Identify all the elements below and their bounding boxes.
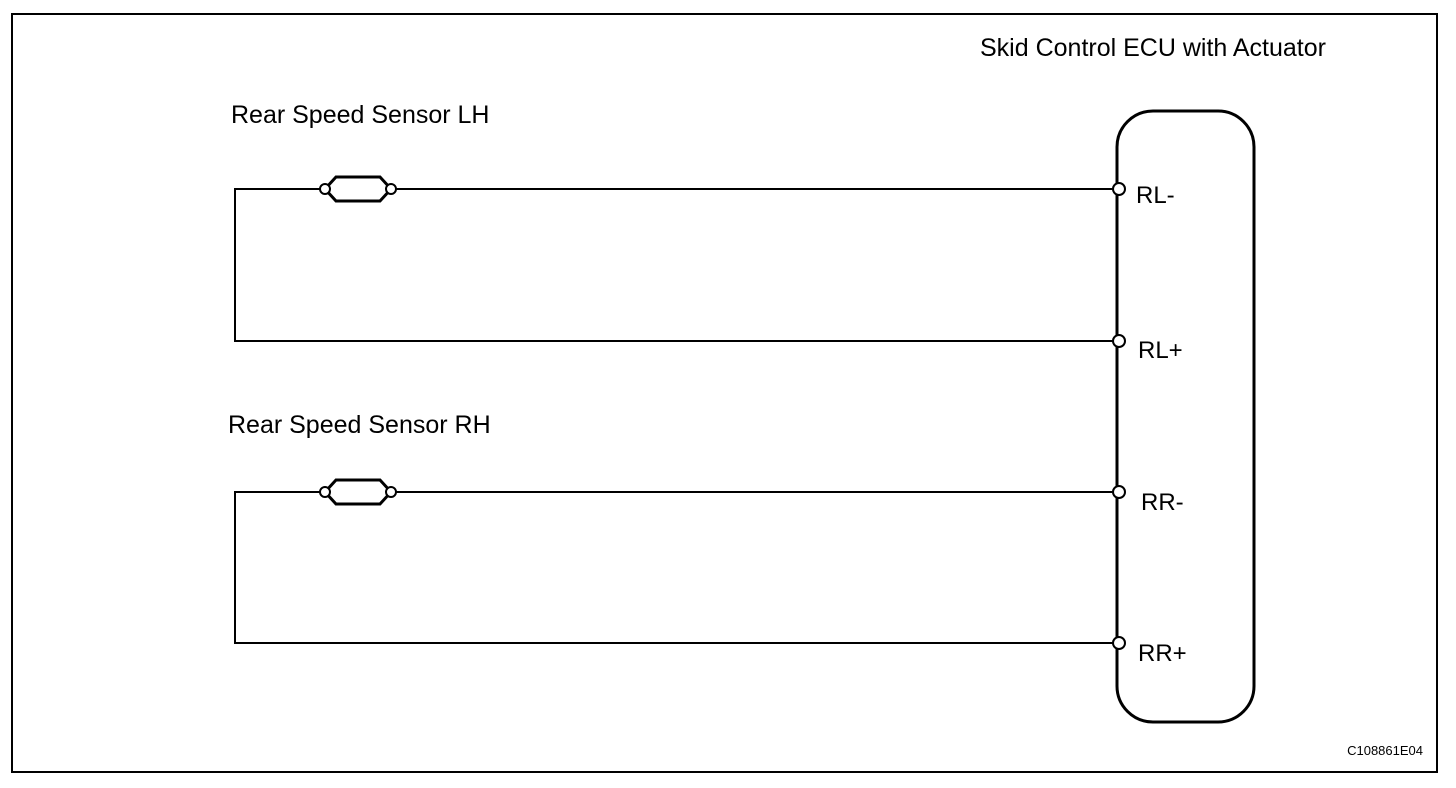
wire-rl-plus: [234, 188, 1114, 342]
diagram-frame: [11, 13, 1438, 773]
ecu-pin-rl-minus-label: RL-: [1136, 182, 1175, 209]
ecu-pin-rl-plus-label: RL+: [1138, 337, 1183, 364]
wire-rr-plus: [234, 491, 1114, 644]
sensor-rh-terminal-left: [319, 486, 331, 498]
sensor-lh-symbol: [322, 175, 394, 203]
sensor-rh-symbol: [322, 478, 394, 506]
sensor-lh-group: Rear Speed Sensor LH: [231, 101, 1114, 342]
sensor-rh-label: Rear Speed Sensor RH: [228, 411, 491, 439]
ecu-pin-rr-minus-terminal: [1112, 485, 1126, 499]
ecu-pin-rr-minus-label: RR-: [1141, 489, 1184, 516]
sensor-rh-terminal-right: [385, 486, 397, 498]
ecu-box: [1115, 109, 1256, 724]
sensor-lh-terminal-right: [385, 183, 397, 195]
sensor-lh-terminal-left: [319, 183, 331, 195]
sensor-rh-group: Rear Speed Sensor RH: [228, 411, 1114, 644]
ecu-pin-rl-plus-terminal: [1112, 334, 1126, 348]
ecu-pin-rl-minus-terminal: [1112, 182, 1126, 196]
figure-code: C108861E04: [1347, 743, 1423, 758]
ecu-pin-rr-plus-label: RR+: [1138, 640, 1187, 667]
ecu-pin-rr-plus-terminal: [1112, 636, 1126, 650]
ecu-title: Skid Control ECU with Actuator: [980, 34, 1326, 62]
sensor-lh-label: Rear Speed Sensor LH: [231, 101, 489, 129]
